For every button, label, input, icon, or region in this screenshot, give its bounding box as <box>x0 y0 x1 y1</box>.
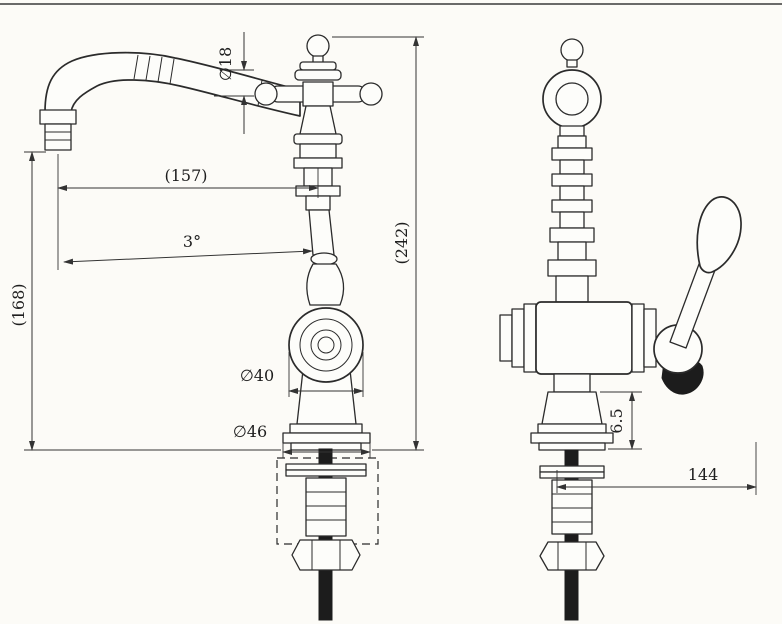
column-ring-front <box>547 259 597 277</box>
handle-top-ball <box>306 34 330 58</box>
handle-stem-front <box>566 59 578 68</box>
handle-cap-disc <box>294 69 342 81</box>
dim-label-spout-angle: 3° <box>183 232 201 251</box>
ring-collar <box>559 125 585 137</box>
body-end-disc <box>643 308 657 368</box>
dim-label-overall-depth: 144 <box>688 465 719 484</box>
dim-label-base-diameter: ∅46 <box>233 422 267 441</box>
body-end-disc <box>499 314 513 362</box>
spout-rib <box>145 55 151 81</box>
spout-outlet-collar <box>39 109 77 125</box>
column-section-front <box>559 159 585 175</box>
dim-label-body-diameter: ∅40 <box>240 366 274 385</box>
lower-neck-front <box>553 373 591 393</box>
dim-label-base-thickness: 6.5 <box>607 408 626 433</box>
column-neck-front <box>555 275 589 303</box>
valve-body-center <box>317 336 335 354</box>
base-lip-front <box>538 442 606 451</box>
column-section-front <box>559 211 585 229</box>
column-ring-front <box>549 227 595 243</box>
handle-top-ball-front <box>560 38 584 62</box>
valve-body-ring <box>299 318 353 372</box>
handle-boss <box>302 81 334 107</box>
shank-tube <box>305 477 347 537</box>
lever-grip <box>696 196 742 274</box>
mounting-nut <box>291 539 361 571</box>
base-plate-upper-front <box>537 423 607 434</box>
spout-rib <box>133 54 139 80</box>
washer-front <box>539 465 605 473</box>
washer <box>285 469 367 477</box>
spout-rib <box>157 56 163 83</box>
neck-bead <box>310 252 338 266</box>
spout-aerator <box>44 123 72 151</box>
column-ring-front <box>551 173 593 187</box>
valve-body-front <box>535 301 633 375</box>
column-ring <box>293 157 343 169</box>
handle-ring-inner <box>555 82 589 116</box>
side-view <box>39 34 383 621</box>
dim-label-overall-height: (242) <box>392 221 411 264</box>
spout-rib <box>169 58 175 85</box>
handle-skirt <box>299 105 337 135</box>
base-plate-lower <box>282 432 371 444</box>
washer-front <box>539 471 605 479</box>
cross-handle-left-ball <box>254 82 278 106</box>
front-view <box>499 38 742 621</box>
dim-line-spout-angle <box>63 248 313 265</box>
handle-skirt-ring <box>293 133 343 145</box>
column-section <box>299 143 337 159</box>
cross-handle-right-ball <box>359 82 383 106</box>
neck-bulb <box>306 263 345 306</box>
dim-label-spout-reach: (157) <box>164 166 207 185</box>
washer <box>285 463 367 471</box>
column-ring-front <box>551 199 593 213</box>
base-plate-lower-front <box>530 432 614 444</box>
neck-upper <box>308 209 335 256</box>
valve-body-ring <box>310 329 342 361</box>
dim-label-spout-diameter: ∅18 <box>216 47 235 81</box>
column-section-front <box>559 185 585 201</box>
base-plate-upper <box>289 423 363 434</box>
body-end-disc <box>631 303 645 373</box>
column-section <box>305 195 331 211</box>
dim-label-spout-height: (168) <box>9 283 28 326</box>
column-section-front <box>557 135 587 149</box>
base-flare-front <box>541 391 603 425</box>
body-end-disc <box>523 303 537 373</box>
body-end-disc <box>511 308 525 368</box>
column-ring-front <box>551 147 593 161</box>
mounting-nut-front <box>539 541 605 571</box>
column-section-front <box>557 241 587 261</box>
dimension-annotations: ∅18 (157) 3° (168) (242) ∅40 ∅46 6. <box>9 32 757 495</box>
handle-cap-disc <box>299 61 337 71</box>
shank-tube-front <box>551 479 593 535</box>
